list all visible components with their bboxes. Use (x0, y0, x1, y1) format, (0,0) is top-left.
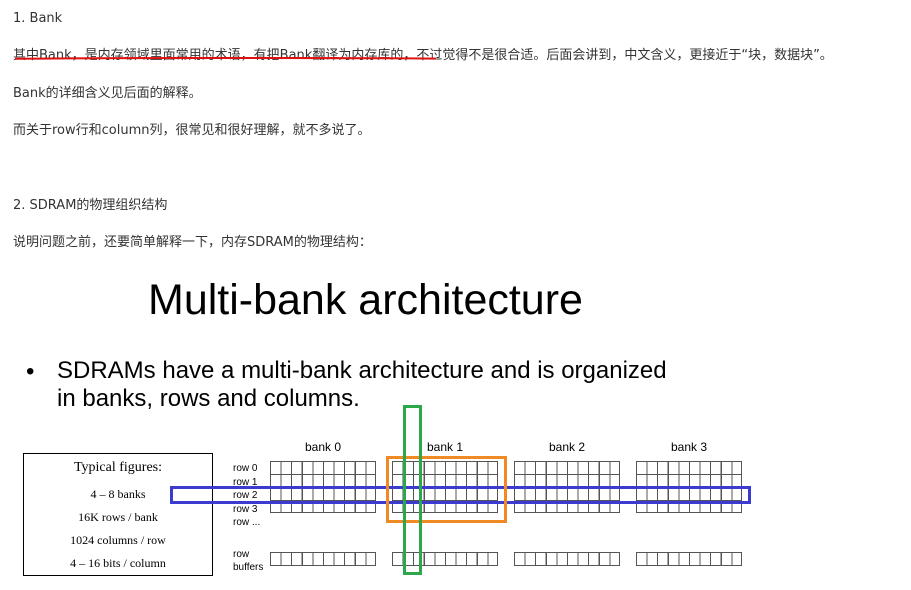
typical-figures-box: Typical figures: 4 – 8 banks 16K rows / … (23, 453, 213, 576)
bullet-icon: • (26, 358, 35, 385)
row-label-0: row 0 (233, 463, 258, 474)
bank-label-3: bank 3 (670, 440, 708, 454)
bank-label-2: bank 2 (548, 440, 586, 454)
bank-paragraph: 其中Bank，是内存领域里面常用的术语，有把Bank翻译为内存库的，不过觉得不是… (13, 47, 833, 65)
section-heading-sdram: 2. SDRAM的物理组织结构 (13, 198, 168, 213)
row-label-3: row 3 (233, 504, 258, 515)
bank-detail-paragraph: Bank的详细含义见后面的解释。 (13, 86, 202, 101)
row-label-1: row 1 (233, 477, 258, 488)
slide-title: Multi-bank architecture (148, 276, 583, 324)
bank-paragraph-prefix: 其中 (13, 48, 40, 63)
row-label-2: row 2 (233, 490, 258, 501)
row-label-more: row ... (233, 517, 261, 528)
typical-figure-banks: 4 – 8 banks (90, 487, 146, 501)
bank-2-row-buffer (514, 552, 620, 566)
bank-3-row-buffer (636, 552, 742, 566)
row-column-paragraph: 而关于row行和column列，很常见和很好理解，就不多说了。 (13, 123, 371, 138)
bullet-text-line-1: SDRAMs have a multi-bank architecture an… (57, 357, 667, 384)
row-buffers-label-line-2: buffers (233, 562, 264, 573)
typical-figure-bits: 4 – 16 bits / column (70, 556, 166, 570)
typical-figure-rows: 16K rows / bank (78, 510, 158, 524)
bank-0-row-buffer (270, 552, 376, 566)
column-highlight (403, 405, 422, 575)
red-underline-annotation (14, 57, 437, 60)
bank-label-0: bank 0 (304, 440, 342, 454)
bank-paragraph-suffix: 不过觉得不是很合适。后面会讲到，中文含义，更接近于“块，数据块”。 (416, 48, 833, 63)
section-heading-bank: 1. Bank (13, 11, 63, 26)
row-buffers-label-line-1: row (233, 549, 250, 560)
bullet-text-line-2: in banks, rows and columns. (57, 385, 360, 412)
bank-paragraph-underlined: Bank，是内存领域里面常用的术语，有把Bank翻译为内存库的， (39, 48, 417, 63)
typical-figure-columns: 1024 columns / row (70, 533, 166, 547)
bank-label-1: bank 1 (426, 440, 464, 454)
typical-figures-title: Typical figures: (73, 460, 163, 475)
bank-1-row-buffer (392, 552, 498, 566)
bank-1-highlight (386, 456, 507, 523)
sdram-intro-paragraph: 说明问题之前，还要简单解释一下，内存SDRAM的物理结构： (13, 235, 372, 250)
row-2-highlight (170, 486, 751, 504)
